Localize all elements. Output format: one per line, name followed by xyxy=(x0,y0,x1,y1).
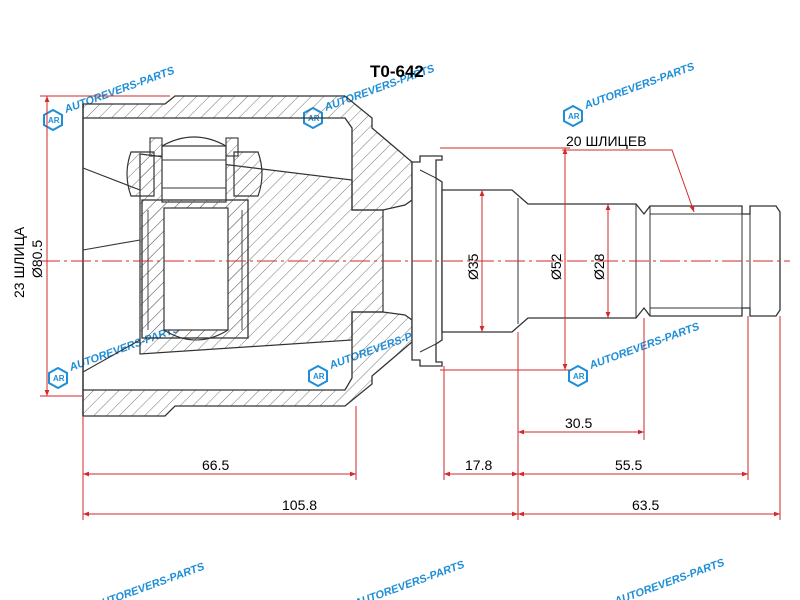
dim-63-5-label: 63.5 xyxy=(632,497,659,513)
diameter-35-label: Ø35 xyxy=(465,253,481,280)
svg-text:AR: AR xyxy=(313,372,325,381)
dim-55-5-label: 55.5 xyxy=(615,457,642,473)
spline-count-left-label: 23 ШЛИЦА xyxy=(11,226,27,298)
svg-text:AR: AR xyxy=(568,112,580,121)
watermark-logo-icon: AR xyxy=(43,108,63,132)
watermark-logo-icon: AR xyxy=(308,364,328,388)
watermark-logo-icon: AR xyxy=(568,364,588,388)
watermark-logo-icon: AR xyxy=(48,366,68,390)
diameter-52-label: Ø52 xyxy=(548,253,564,280)
spline-hub xyxy=(141,199,249,341)
watermark-text: AUTOREVERS-PARTS xyxy=(352,559,467,600)
outer-diameter-label: Ø80.5 xyxy=(29,240,45,278)
diameter-28-label: Ø28 xyxy=(591,253,607,280)
tripod-roller xyxy=(126,136,263,203)
svg-text:AR: AR xyxy=(573,372,585,381)
watermark-text: AUTOREVERS-PARTS xyxy=(582,61,697,113)
dim-105-8-label: 105.8 xyxy=(282,497,317,513)
svg-text:AR: AR xyxy=(48,116,60,125)
part-number-title: T0-642 xyxy=(370,62,424,81)
dimension-labels: 23 ШЛИЦА Ø80.5 20 ШЛИЦЕВ Ø35 Ø52 Ø28 30.… xyxy=(11,133,659,513)
dim-17-8-label: 17.8 xyxy=(465,457,492,473)
dim-66-5-label: 66.5 xyxy=(202,457,229,473)
dimension-lines xyxy=(40,95,781,520)
watermark-logo-icon: AR xyxy=(563,104,583,128)
dim-30-5-label: 30.5 xyxy=(565,415,592,431)
watermark-text: AUTOREVERS-PARTS xyxy=(612,557,727,600)
svg-text:AR: AR xyxy=(53,374,65,383)
watermark-text: AUTOREVERS-PARTS xyxy=(92,561,207,600)
spline-count-right-label: 20 ШЛИЦЕВ xyxy=(566,133,647,149)
